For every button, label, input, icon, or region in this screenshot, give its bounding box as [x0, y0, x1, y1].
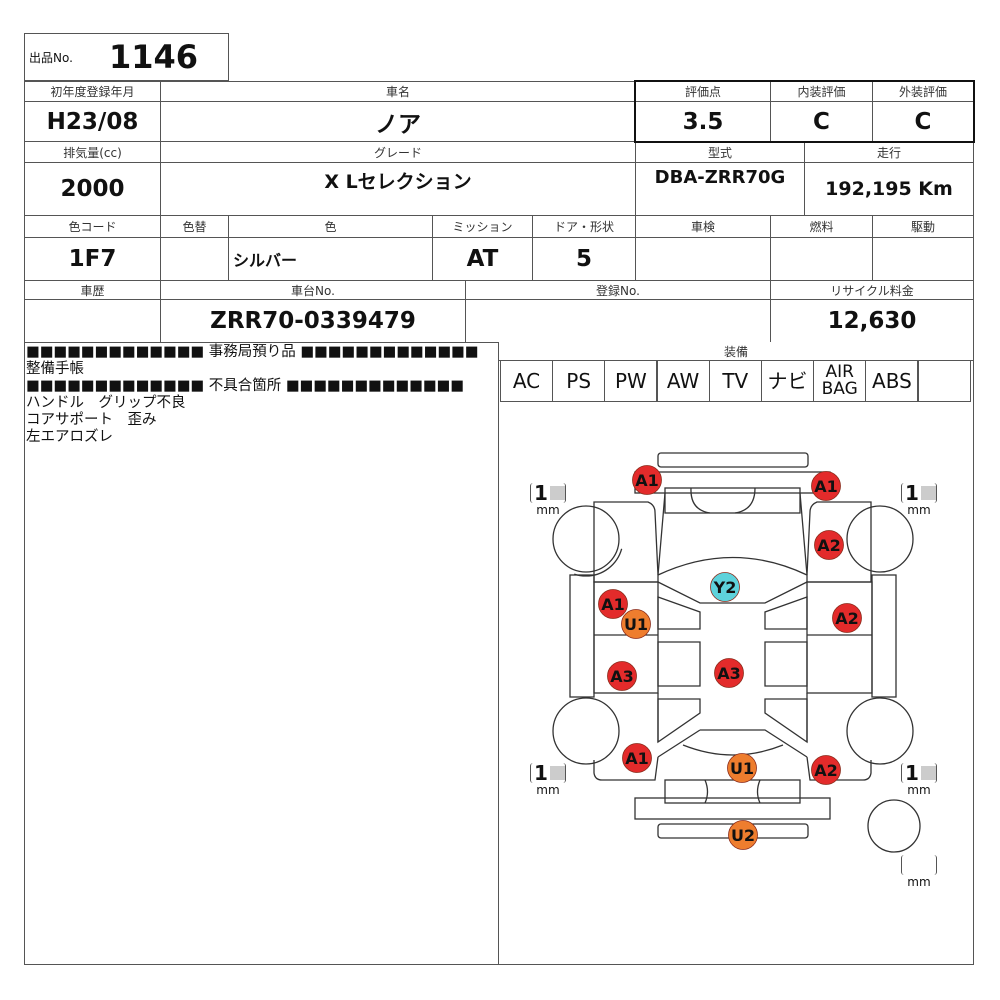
color: シルバー — [228, 237, 433, 281]
displacement-label: 排気量(cc) — [24, 141, 161, 163]
chassis-number: ZRR70-0339479 — [160, 299, 466, 343]
model-label: 型式 — [635, 141, 805, 163]
damage-marker — [728, 820, 758, 850]
mileage-label: 走行 — [804, 141, 974, 163]
equipment-item: AC — [500, 360, 553, 402]
grade: X Lセレクション — [160, 162, 636, 216]
defect-item: ハンドル グリップ不良 — [26, 395, 186, 411]
damage-marker — [811, 755, 841, 785]
door-label: ドア・形状 — [532, 215, 636, 238]
storage-item: 整備手帳 — [26, 361, 84, 377]
defect-item: コアサポート 歪み — [26, 412, 157, 428]
lot-number: 1146 — [108, 38, 198, 76]
lot-number-label: 出品No. — [29, 50, 73, 65]
damage-code: U2 — [731, 826, 755, 845]
fuel — [770, 237, 873, 281]
reg-date-label: 初年度登録年月 — [24, 81, 161, 102]
reg-date: H23/08 — [24, 101, 161, 142]
mission-label: ミッション — [432, 215, 533, 238]
grade-label: グレード — [160, 141, 636, 163]
color-code-label: 色コード — [24, 215, 161, 238]
damage-code: A3 — [717, 664, 741, 683]
history-label: 車歴 — [24, 280, 161, 300]
mileage: 192,195 Km — [804, 162, 974, 216]
fuel-label: 燃料 — [770, 215, 873, 238]
tire-spare: mm — [901, 855, 937, 889]
recycle-fee: 12,630 — [770, 299, 974, 343]
mission: AT — [432, 237, 533, 281]
damage-code: A1 — [635, 471, 659, 490]
damage-code: A2 — [814, 761, 838, 780]
equipment-item: AW — [656, 360, 710, 402]
score: 3.5 — [635, 101, 771, 142]
repaint — [160, 237, 229, 281]
interior-grade: C — [770, 101, 873, 142]
drive — [872, 237, 974, 281]
damage-code: A1 — [601, 595, 625, 614]
damage-marker — [621, 609, 651, 639]
equipment-item: TV — [708, 360, 762, 402]
regno — [465, 299, 771, 343]
damage-code: Y2 — [713, 578, 737, 597]
equipment-label: 装備 — [498, 342, 974, 361]
color-code: 1F7 — [24, 237, 161, 281]
damage-code: U1 — [624, 615, 648, 634]
exterior-grade: C — [872, 101, 974, 142]
recycle-label: リサイクル料金 — [770, 280, 974, 300]
damage-marker — [598, 589, 628, 619]
damage-marker — [622, 743, 652, 773]
defect-item: 左エアロズレ — [26, 429, 113, 445]
damage-marker — [814, 530, 844, 560]
inspection — [635, 237, 771, 281]
damage-marker — [710, 572, 740, 602]
door: 5 — [532, 237, 636, 281]
lot-number-box: 出品No. 1146 — [24, 33, 229, 81]
equipment-item: PW — [604, 360, 658, 402]
damage-code: A1 — [814, 477, 838, 496]
repaint-label: 色替 — [160, 215, 229, 238]
equipment-item: ナビ — [761, 360, 814, 402]
interior-label: 内装評価 — [770, 81, 873, 102]
damage-code: A3 — [610, 667, 634, 686]
damage-marker — [632, 465, 662, 495]
damage-code: U1 — [730, 759, 754, 778]
color-label: 色 — [228, 215, 433, 238]
displacement: 2000 — [24, 162, 161, 216]
model-code: DBA-ZRR70G — [635, 162, 805, 216]
storage-header: ■■■■■■■■■■■■■ 事務局預り品 ■■■■■■■■■■■■■ — [26, 344, 479, 360]
defect-header: ■■■■■■■■■■■■■ 不具合箇所 ■■■■■■■■■■■■■ — [26, 378, 464, 394]
history — [24, 299, 161, 343]
equipment-item — [917, 360, 971, 402]
damage-code: A2 — [817, 536, 841, 555]
damage-marker — [607, 661, 637, 691]
car-name-label: 車名 — [160, 81, 636, 102]
equipment-item: PS — [552, 360, 606, 402]
car-name: ノア — [160, 101, 636, 142]
inspection-label: 車検 — [635, 215, 771, 238]
drive-label: 駆動 — [872, 215, 974, 238]
damage-code: A1 — [625, 749, 649, 768]
damage-marker — [727, 753, 757, 783]
damage-marker — [832, 603, 862, 633]
equipment-item: AIR BAG — [813, 360, 867, 402]
damage-code: A2 — [835, 609, 859, 628]
damage-marker — [811, 471, 841, 501]
equipment-item: ABS — [865, 360, 919, 402]
score-label: 評価点 — [635, 81, 771, 102]
chassis-label: 車台No. — [160, 280, 466, 300]
regno-label: 登録No. — [465, 280, 771, 300]
damage-marker — [714, 658, 744, 688]
exterior-label: 外装評価 — [872, 81, 974, 102]
